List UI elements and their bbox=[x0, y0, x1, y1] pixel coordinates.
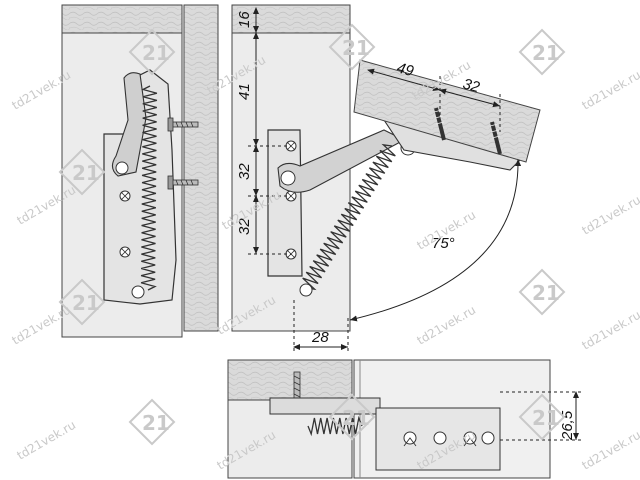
watermark-text: td21vek.ru bbox=[415, 303, 479, 348]
dimension-lines bbox=[248, 7, 582, 441]
watermark-text: td21vek.ru bbox=[580, 68, 640, 113]
watermark-text: td21vek.ru bbox=[580, 308, 640, 353]
watermark-logo-icon: 21 bbox=[58, 278, 106, 326]
left-front-panel bbox=[183, 4, 219, 332]
watermark-logo-icon: 21 bbox=[518, 28, 566, 76]
dim-top-gap: 16 bbox=[236, 11, 253, 28]
left-view bbox=[61, 4, 219, 338]
bottom-hole-icon bbox=[481, 431, 495, 445]
watermark-logo-icon: 21 bbox=[518, 393, 566, 441]
dim-open-angle: 75° bbox=[432, 235, 455, 252]
bottom-view bbox=[227, 359, 551, 479]
bottom-bracket bbox=[269, 397, 381, 415]
svg-text:21: 21 bbox=[72, 291, 100, 315]
svg-text:21: 21 bbox=[532, 406, 560, 430]
watermark-logo-icon: 21 bbox=[128, 28, 176, 76]
watermark-logo-icon: 21 bbox=[58, 148, 106, 196]
watermark-text: td21vek.ru bbox=[15, 418, 79, 463]
lid-screw-icon bbox=[434, 107, 502, 155]
dim-hole-spacing-1: 32 bbox=[236, 163, 253, 180]
bottom-hole-icon bbox=[433, 431, 447, 445]
svg-text:21: 21 bbox=[342, 36, 370, 60]
watermark-text: td21vek.ru bbox=[580, 428, 640, 473]
middle-view bbox=[231, 4, 541, 332]
dim-lid-offset: 49 bbox=[395, 59, 416, 80]
watermark-logo-icon: 21 bbox=[128, 398, 176, 446]
left-bottom-pivot-icon bbox=[131, 285, 145, 299]
dim-bottom-offset: 28 bbox=[311, 329, 329, 346]
middle-top-panel bbox=[231, 4, 351, 34]
dim-hole-spacing-2: 32 bbox=[236, 218, 253, 235]
watermark-logo-icon: 21 bbox=[328, 23, 376, 71]
watermark-text: td21vek.ru bbox=[580, 193, 640, 238]
svg-text:21: 21 bbox=[72, 161, 100, 185]
left-spring bbox=[140, 85, 158, 291]
left-pivot-icon bbox=[115, 161, 129, 175]
svg-text:21: 21 bbox=[532, 281, 560, 305]
left-screw-upper-icon bbox=[167, 117, 199, 132]
svg-text:21: 21 bbox=[142, 411, 170, 435]
middle-pivot-icon bbox=[280, 170, 296, 186]
watermark-logo-icon: 21 bbox=[328, 393, 376, 441]
middle-bottom-pivot-icon bbox=[299, 283, 313, 297]
svg-text:21: 21 bbox=[142, 41, 170, 65]
left-screw-lower-icon bbox=[167, 175, 199, 190]
bottom-spring bbox=[307, 415, 363, 437]
svg-text:21: 21 bbox=[342, 406, 370, 430]
bottom-top-panel bbox=[227, 359, 353, 401]
watermark-logo-icon: 21 bbox=[518, 268, 566, 316]
left-top-panel bbox=[61, 4, 183, 34]
dim-lid-hole-spacing: 32 bbox=[461, 75, 482, 96]
dim-upper-pitch: 41 bbox=[236, 83, 253, 100]
left-lever-arm bbox=[111, 72, 147, 177]
svg-text:21: 21 bbox=[532, 41, 560, 65]
